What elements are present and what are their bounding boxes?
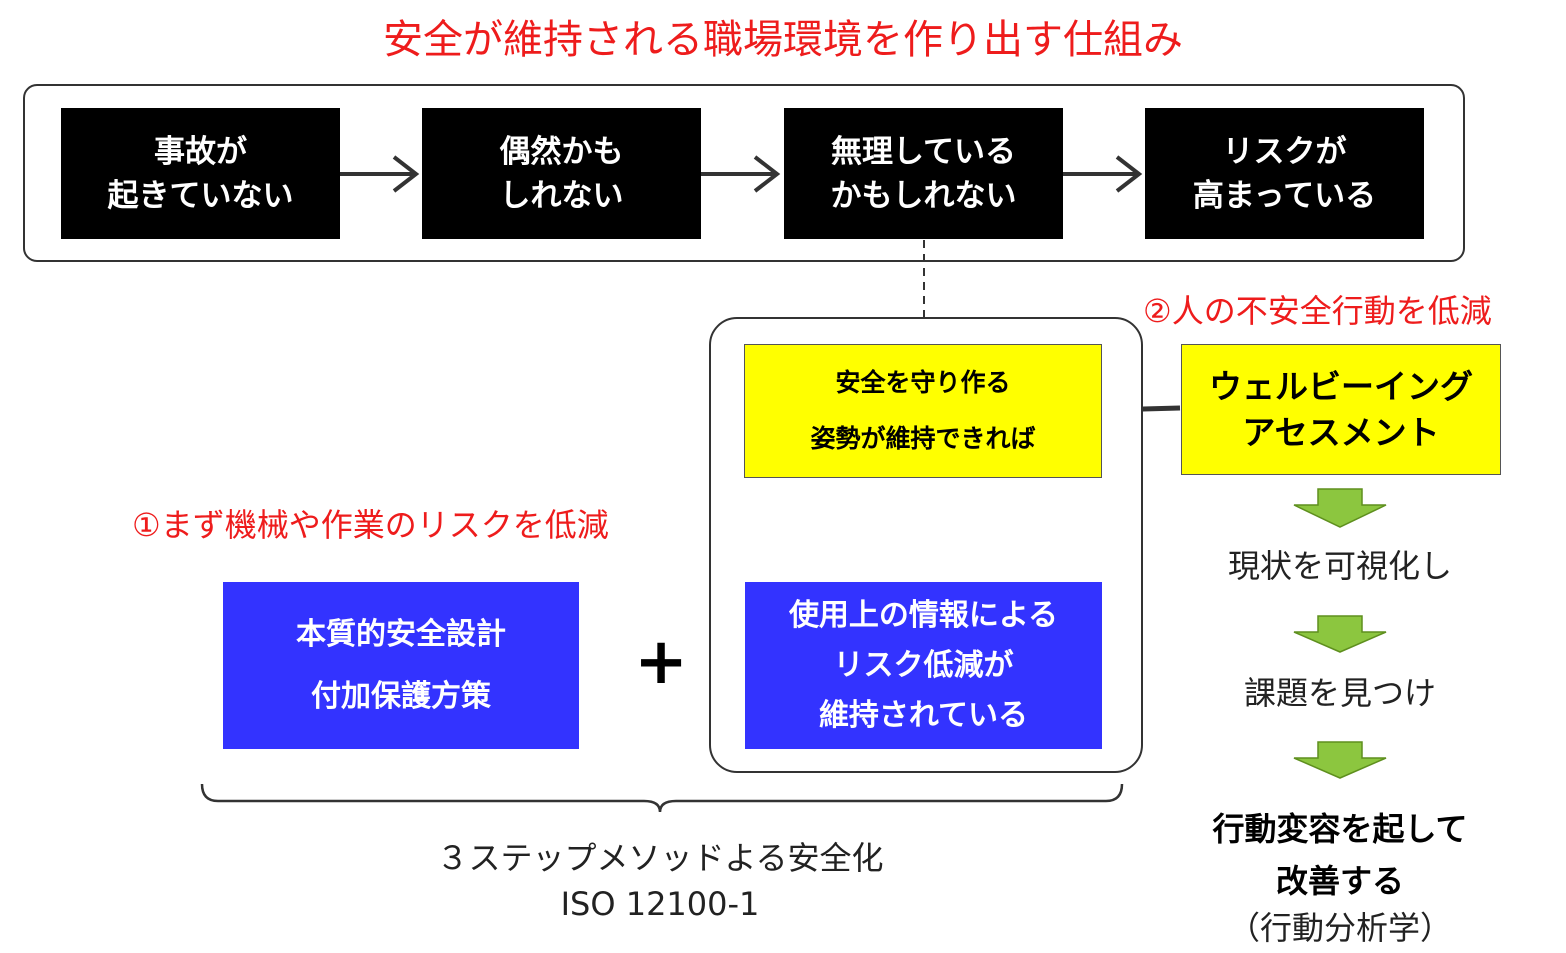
flow-final-note: （行動分析学） [1227,909,1452,947]
step-arrow-2 [701,155,781,193]
flow-step-visualize: 現状を可視化し [1227,547,1452,585]
step-arrow-3 [1063,155,1143,193]
step-box-overstrain: 無理している かもしれない [784,108,1063,239]
flow-final-behavior-change: 行動変容を起して 改善する [1212,810,1468,900]
label-reduce-human-unsafe-behavior: ②人の不安全行動を低減 [1143,292,1492,330]
label-reduce-machine-risk: ①まず機械や作業のリスクを低減 [132,506,609,544]
plus-sign: + [634,625,688,699]
wellbeing-assessment-box: ウェルビーイング アセスメント [1181,344,1501,475]
step-box-risk-rising: リスクが 高まっている [1145,108,1424,239]
green-down-arrow-1 [1293,488,1387,528]
three-step-method-caption: ３ステップメソッドよる安全化 ISO 12100-1 [436,839,884,923]
green-down-arrow-3 [1293,741,1387,779]
green-down-arrow-2 [1293,615,1387,653]
flow-step-find-issues: 課題を見つけ [1243,674,1436,712]
usage-info-risk-box: 使用上の情報による リスク低減が 維持されている [745,582,1102,749]
safety-posture-box: 安全を守り作る 姿勢が維持できれば [744,344,1102,478]
curly-brace [200,783,1124,813]
inherent-safety-design-box: 本質的安全設計 付加保護方策 [223,582,579,749]
step-box-maybe-luck: 偶然かも しれない [422,108,701,239]
step-box-no-accidents: 事故が 起きていない [61,108,340,239]
page-title: 安全が維持される職場環境を作り出す仕組み [383,17,1183,63]
step-arrow-1 [340,155,420,193]
